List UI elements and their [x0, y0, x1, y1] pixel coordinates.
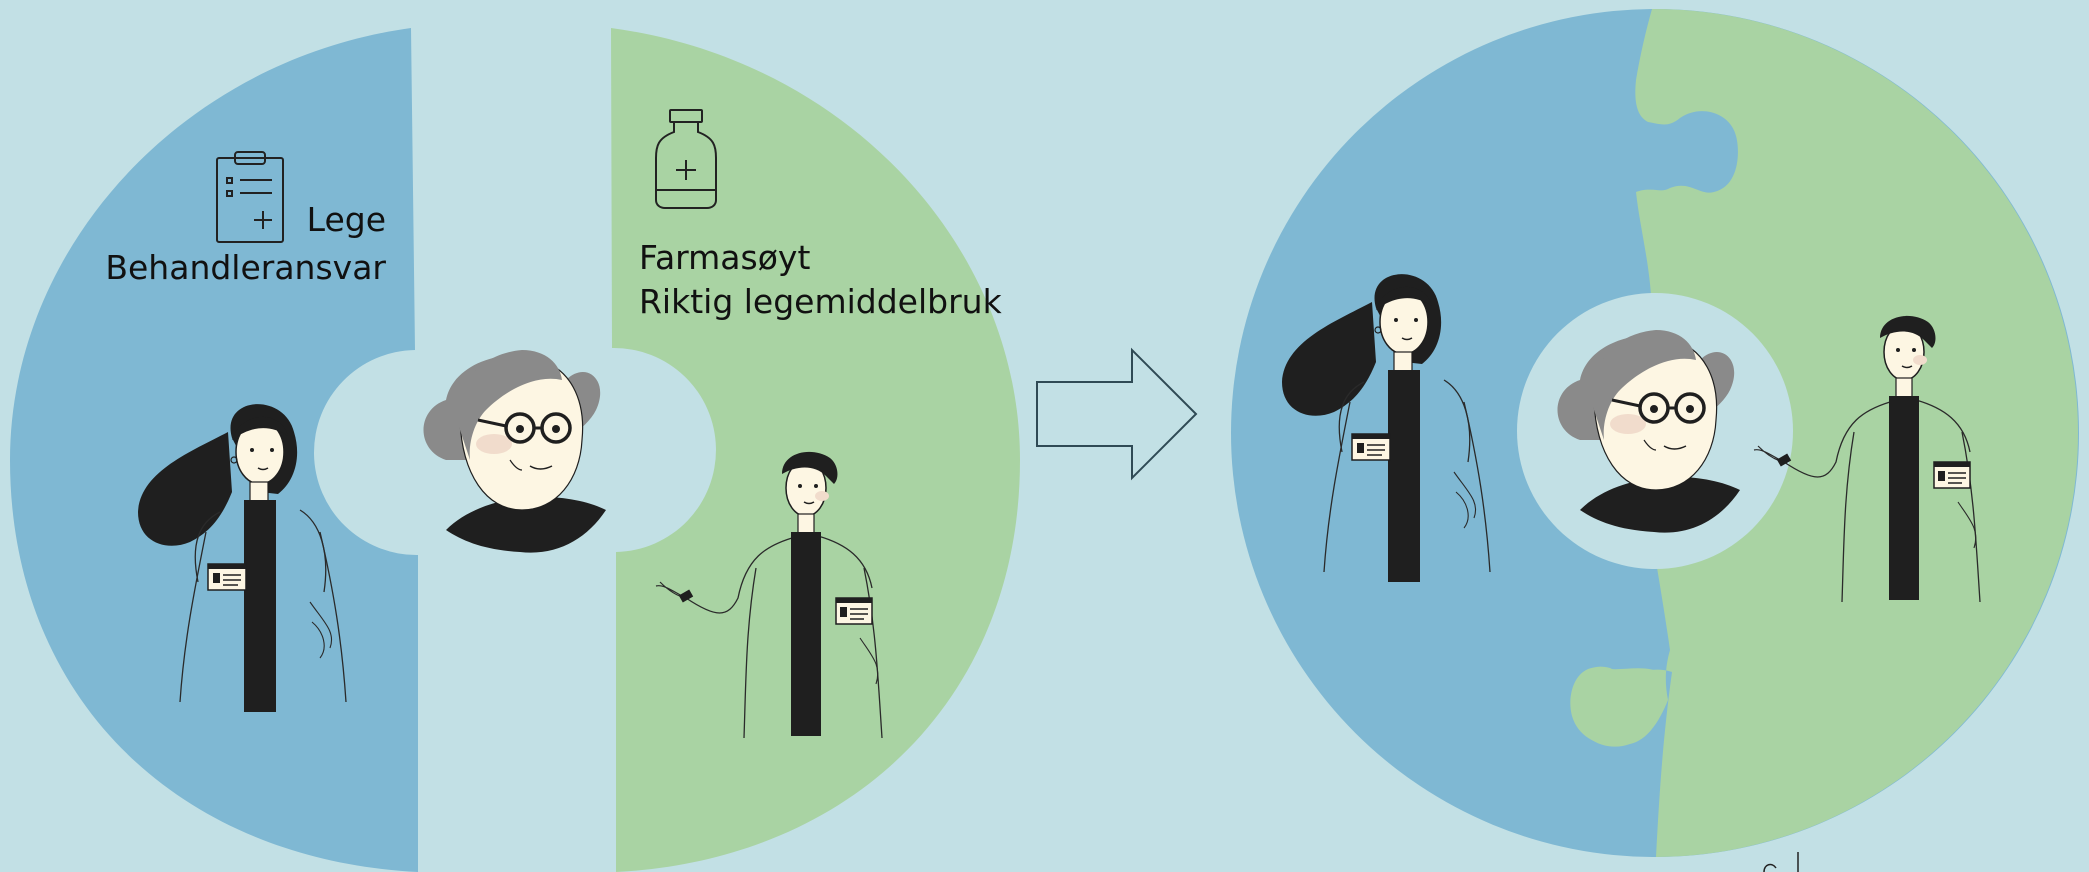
doctor-responsibility-label: Behandleransvar: [105, 248, 386, 287]
pharmacist-half-circle: [611, 28, 1020, 872]
doctor-role-label: Lege: [306, 200, 386, 239]
cropped-mark: [1763, 852, 1799, 872]
right-arrow-icon: [1036, 347, 1198, 481]
clipboard-icon: [216, 151, 284, 243]
patient-figure: [421, 348, 608, 555]
pharmacist-responsibility-label: Riktig legemiddelbruk: [639, 282, 1002, 321]
pharmacist-role-label: Farmasøyt: [639, 238, 811, 277]
medicine-bottle-icon: [655, 109, 717, 209]
